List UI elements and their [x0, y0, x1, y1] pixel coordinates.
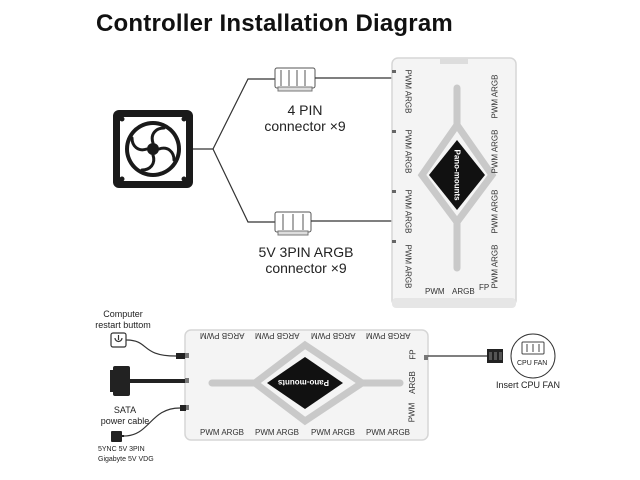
restart-label: Computer restart buttom	[88, 309, 158, 331]
restart-label-line2: restart buttom	[95, 320, 151, 330]
argb-label: 5V 3PIN ARGB connector ×9	[246, 244, 366, 276]
lower-top-port-label: ARGB PWM	[366, 331, 411, 340]
lower-right-label-fp: FP	[408, 349, 418, 360]
insert-cpu-fan-label: Insert CPU FAN	[496, 380, 561, 390]
sata-label: SATA power cable	[94, 405, 156, 427]
splitter-cable	[193, 78, 275, 223]
argb-label-line2: connector ×9	[265, 260, 347, 276]
lower-bottom-port-label: PWM ARGB	[255, 428, 300, 437]
sata-label-line1: SATA	[113, 405, 137, 415]
upper-bottom-label-fp: FP	[479, 283, 490, 292]
lower-bottom-port-label: PWM ARGB	[311, 428, 356, 437]
pin4-label: 4 PIN connector ×9	[250, 102, 360, 134]
upper-port-label: PWM ARGB	[403, 244, 413, 289]
pin4-label-line2: connector ×9	[264, 118, 346, 134]
upper-bottom-label-pwm: PWM	[425, 287, 445, 296]
upper-brand-logo: Pano-mounts	[452, 149, 462, 201]
upper-port-label: PWM ARGB	[403, 129, 413, 174]
restart-button-icon	[110, 332, 185, 359]
sync-label-line2: Gigabyte 5V VDG	[98, 456, 154, 463]
cpu-fan-badge-icon	[510, 333, 556, 379]
sata-label-line2: power cable	[100, 416, 150, 426]
lower-right-label-argb: ARGB	[407, 371, 417, 394]
fan-icon	[113, 110, 193, 188]
sync-label: 5YNC 5V 3PIN Gigabyte 5V VDG	[98, 445, 154, 465]
cpu-fan-badge-label: CPU FAN	[517, 360, 548, 367]
lower-bottom-port-label: PWM ARGB	[366, 428, 411, 437]
cpu-fan-connector-icon	[428, 349, 503, 363]
pin4-label-line1: 4 PIN	[287, 102, 323, 118]
page-title: Controller Installation Diagram	[96, 10, 453, 37]
upper-port-label: PWM ARGB	[490, 129, 500, 174]
argb-label-line1: 5V 3PIN ARGB	[258, 244, 354, 260]
upper-port-label: PWM ARGB	[490, 244, 500, 289]
4pin-connector-icon	[274, 67, 316, 92]
lower-bottom-port-label: PWM ARGB	[200, 428, 245, 437]
lower-right-label-pwm: PWM	[407, 402, 417, 423]
sync-label-line1: 5YNC 5V 3PIN	[98, 446, 145, 453]
restart-label-line1: Computer	[103, 309, 143, 319]
upper-controller-board	[391, 57, 517, 308]
upper-port-label: PWM ARGB	[403, 189, 413, 234]
lower-controller-board	[184, 329, 429, 441]
3pin-argb-connector-icon	[274, 211, 312, 236]
lower-top-port-label: ARGB PWM	[200, 331, 245, 340]
upper-bottom-label-argb: ARGB	[452, 287, 475, 296]
sata-connector-icon	[110, 366, 185, 396]
lower-top-port-label: ARGB PWM	[255, 331, 300, 340]
upper-port-label: PWM ARGB	[490, 189, 500, 234]
upper-port-label: PWM ARGB	[403, 69, 413, 114]
sync-connector-icon	[111, 405, 186, 442]
upper-port-label: PWM ARGB	[490, 74, 500, 119]
lower-brand-logo: Pano-mounts	[277, 378, 329, 387]
lower-top-port-label: ARGB PWM	[311, 331, 356, 340]
